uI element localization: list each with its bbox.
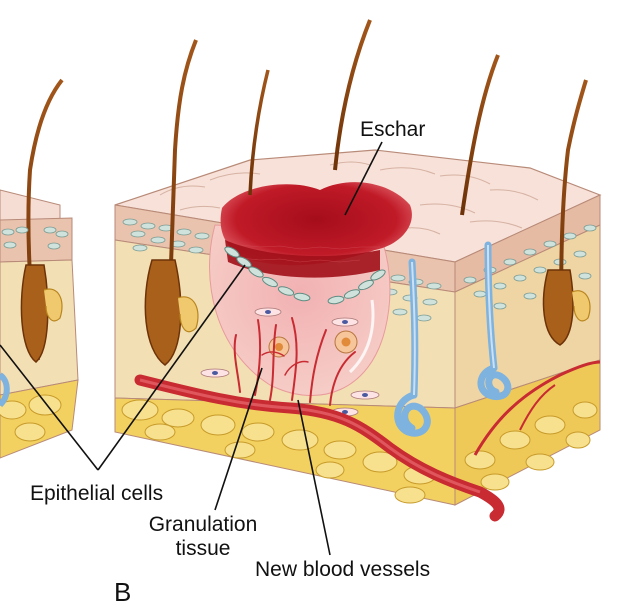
leader-lines: [0, 141, 383, 556]
new-blood-vessels-label: New blood vessels: [255, 558, 431, 581]
eschar-scab: [220, 182, 412, 266]
epithelial-leader-right: [97, 264, 246, 471]
granulation-leader: [214, 367, 263, 511]
left-sweat-gland: [0, 372, 10, 408]
eschar-leader: [344, 141, 383, 216]
panel-letter: B: [114, 577, 132, 607]
sebaceous-gland: [177, 296, 199, 333]
hair-follicle: [144, 259, 182, 366]
granulation-tissue-label: Granulation tissue: [138, 513, 268, 560]
left-skin-block: [0, 78, 79, 459]
epithelial-leader-left: [0, 344, 99, 471]
granulation-cells: [200, 307, 380, 417]
left-block-epidermis: [0, 217, 73, 263]
epithelial-cells-label: Epithelial cells: [30, 482, 164, 505]
new-blood-vessels: [233, 317, 356, 406]
vessels-leader: [297, 399, 331, 556]
left-sebaceous-gland: [43, 288, 63, 322]
epithelial-cells: [224, 246, 386, 305]
eschar-label: Eschar: [360, 118, 426, 141]
granulation-label-line1: Granulation: [148, 513, 258, 536]
granulation-label-line2: tissue: [175, 536, 231, 560]
main-skin-block: [114, 19, 602, 522]
